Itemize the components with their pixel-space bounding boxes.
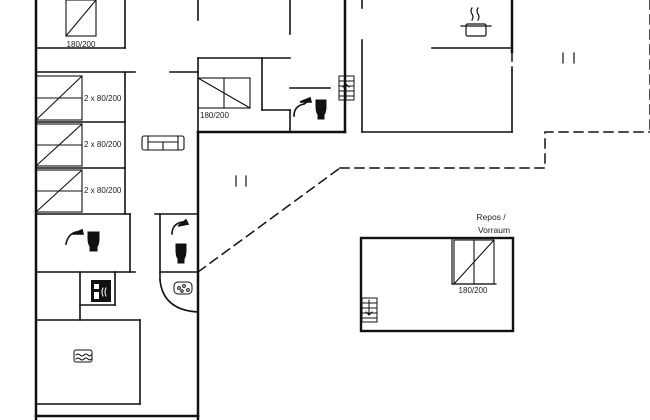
- bed-top: [65, 0, 97, 37]
- room-name-label: Vorraum: [477, 225, 511, 235]
- stairs-icon: [338, 75, 355, 101]
- shower-icon: [293, 96, 313, 117]
- interior-walls: [35, 0, 513, 405]
- room-name-label: Repos /: [476, 212, 506, 222]
- bed-annex: [453, 239, 495, 285]
- bed-size-label: 180/200: [200, 111, 229, 120]
- outer-walls: [34, 0, 514, 420]
- bunk-size-label: 2 x 80/200: [84, 94, 122, 103]
- kitchen-pot-icon: [460, 7, 492, 37]
- shower-icon: [171, 218, 190, 235]
- bed-size-label: 180/200: [66, 40, 96, 49]
- bed-mid: [197, 77, 251, 109]
- hot-tub-icon: [173, 281, 193, 295]
- pool-icon: [73, 349, 93, 363]
- bunk-size-label: 2 x 80/200: [84, 186, 122, 195]
- annex-stairs-icon: [361, 297, 378, 323]
- bunk-bed-1: [35, 75, 83, 121]
- toilet-icon: [315, 99, 327, 120]
- bunk-bed-2: [35, 123, 83, 167]
- window-marks: [235, 52, 575, 187]
- bed-size-label: 180/200: [458, 286, 488, 295]
- bunk-bed-3: [35, 169, 83, 213]
- shower-icon: [65, 228, 85, 245]
- toilet-icon: [87, 231, 100, 252]
- toilet-icon: [175, 243, 187, 264]
- terrace-outline: [196, 0, 650, 274]
- bunk-size-label: 2 x 80/200: [84, 140, 122, 149]
- sauna-icon: [91, 280, 111, 302]
- sofa-icon: [141, 135, 185, 151]
